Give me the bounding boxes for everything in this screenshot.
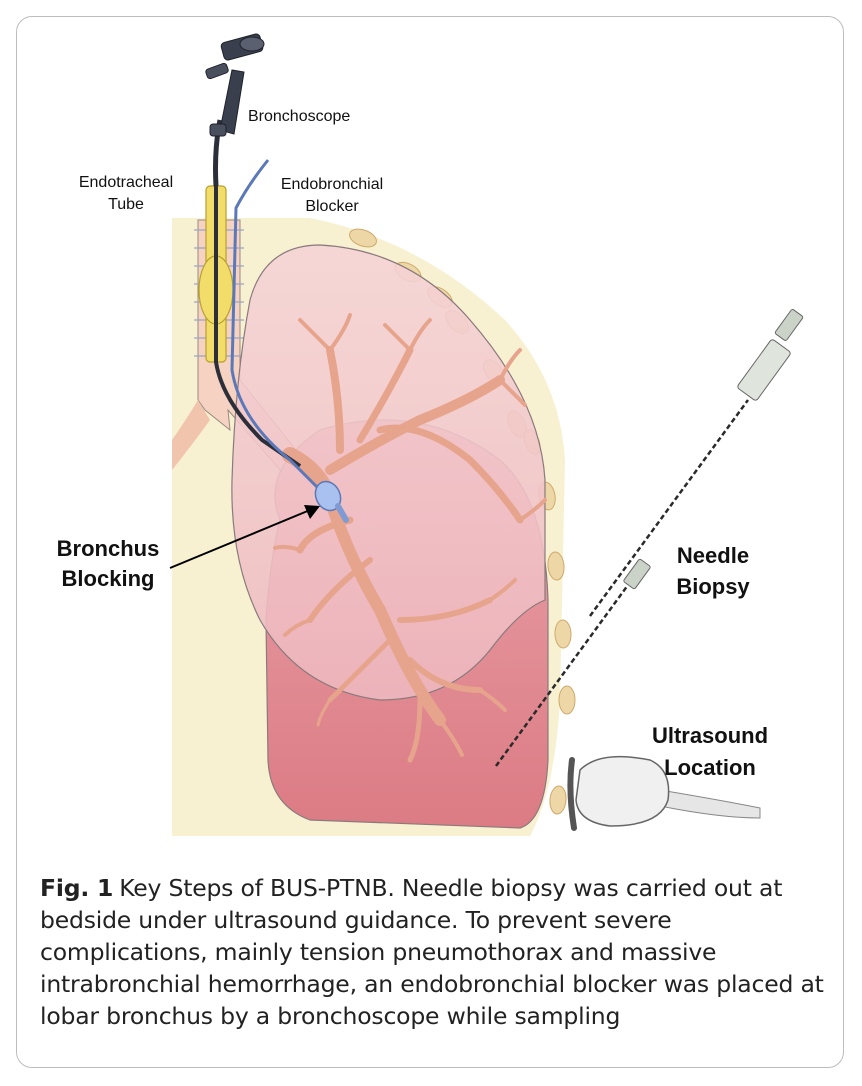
label-bronchus-1: Bronchus bbox=[57, 536, 160, 561]
label-bronchoscope: Bronchoscope bbox=[248, 108, 350, 125]
ultrasound-probe bbox=[567, 755, 761, 831]
label-ultrasound-2: Location bbox=[664, 755, 756, 780]
label-bronchus-2: Blocking bbox=[62, 566, 155, 591]
label-needle-2: Biopsy bbox=[676, 574, 750, 599]
caption-text: Key Steps of BUS-PTNB. Needle biopsy was… bbox=[40, 874, 824, 1030]
biopsy-needle-outer bbox=[588, 309, 804, 617]
bronchoscope bbox=[205, 33, 302, 468]
endobronchial-blocker bbox=[230, 159, 349, 523]
label-needle-1: Needle bbox=[677, 543, 749, 568]
label-endotracheal-1: Endotracheal bbox=[79, 174, 173, 191]
lung-upper-lobe bbox=[231, 244, 546, 701]
label-blocker-1: Endobronchial bbox=[281, 176, 383, 193]
bronchial-tree bbox=[273, 313, 547, 763]
bronchus-pointer-arrow bbox=[169, 505, 320, 569]
label-ultrasound-1: Ultrasound bbox=[652, 723, 768, 748]
label-endotracheal-2: Tube bbox=[108, 196, 144, 213]
biopsy-needle-inner bbox=[494, 558, 651, 767]
lung-biopsy-illustration: Bronchoscope Endotracheal Tube Endobronc… bbox=[57, 33, 804, 836]
caption-fig-label: Fig. 1 bbox=[40, 874, 114, 902]
label-blocker-2: Blocker bbox=[305, 198, 359, 215]
trachea-left bbox=[172, 400, 210, 470]
